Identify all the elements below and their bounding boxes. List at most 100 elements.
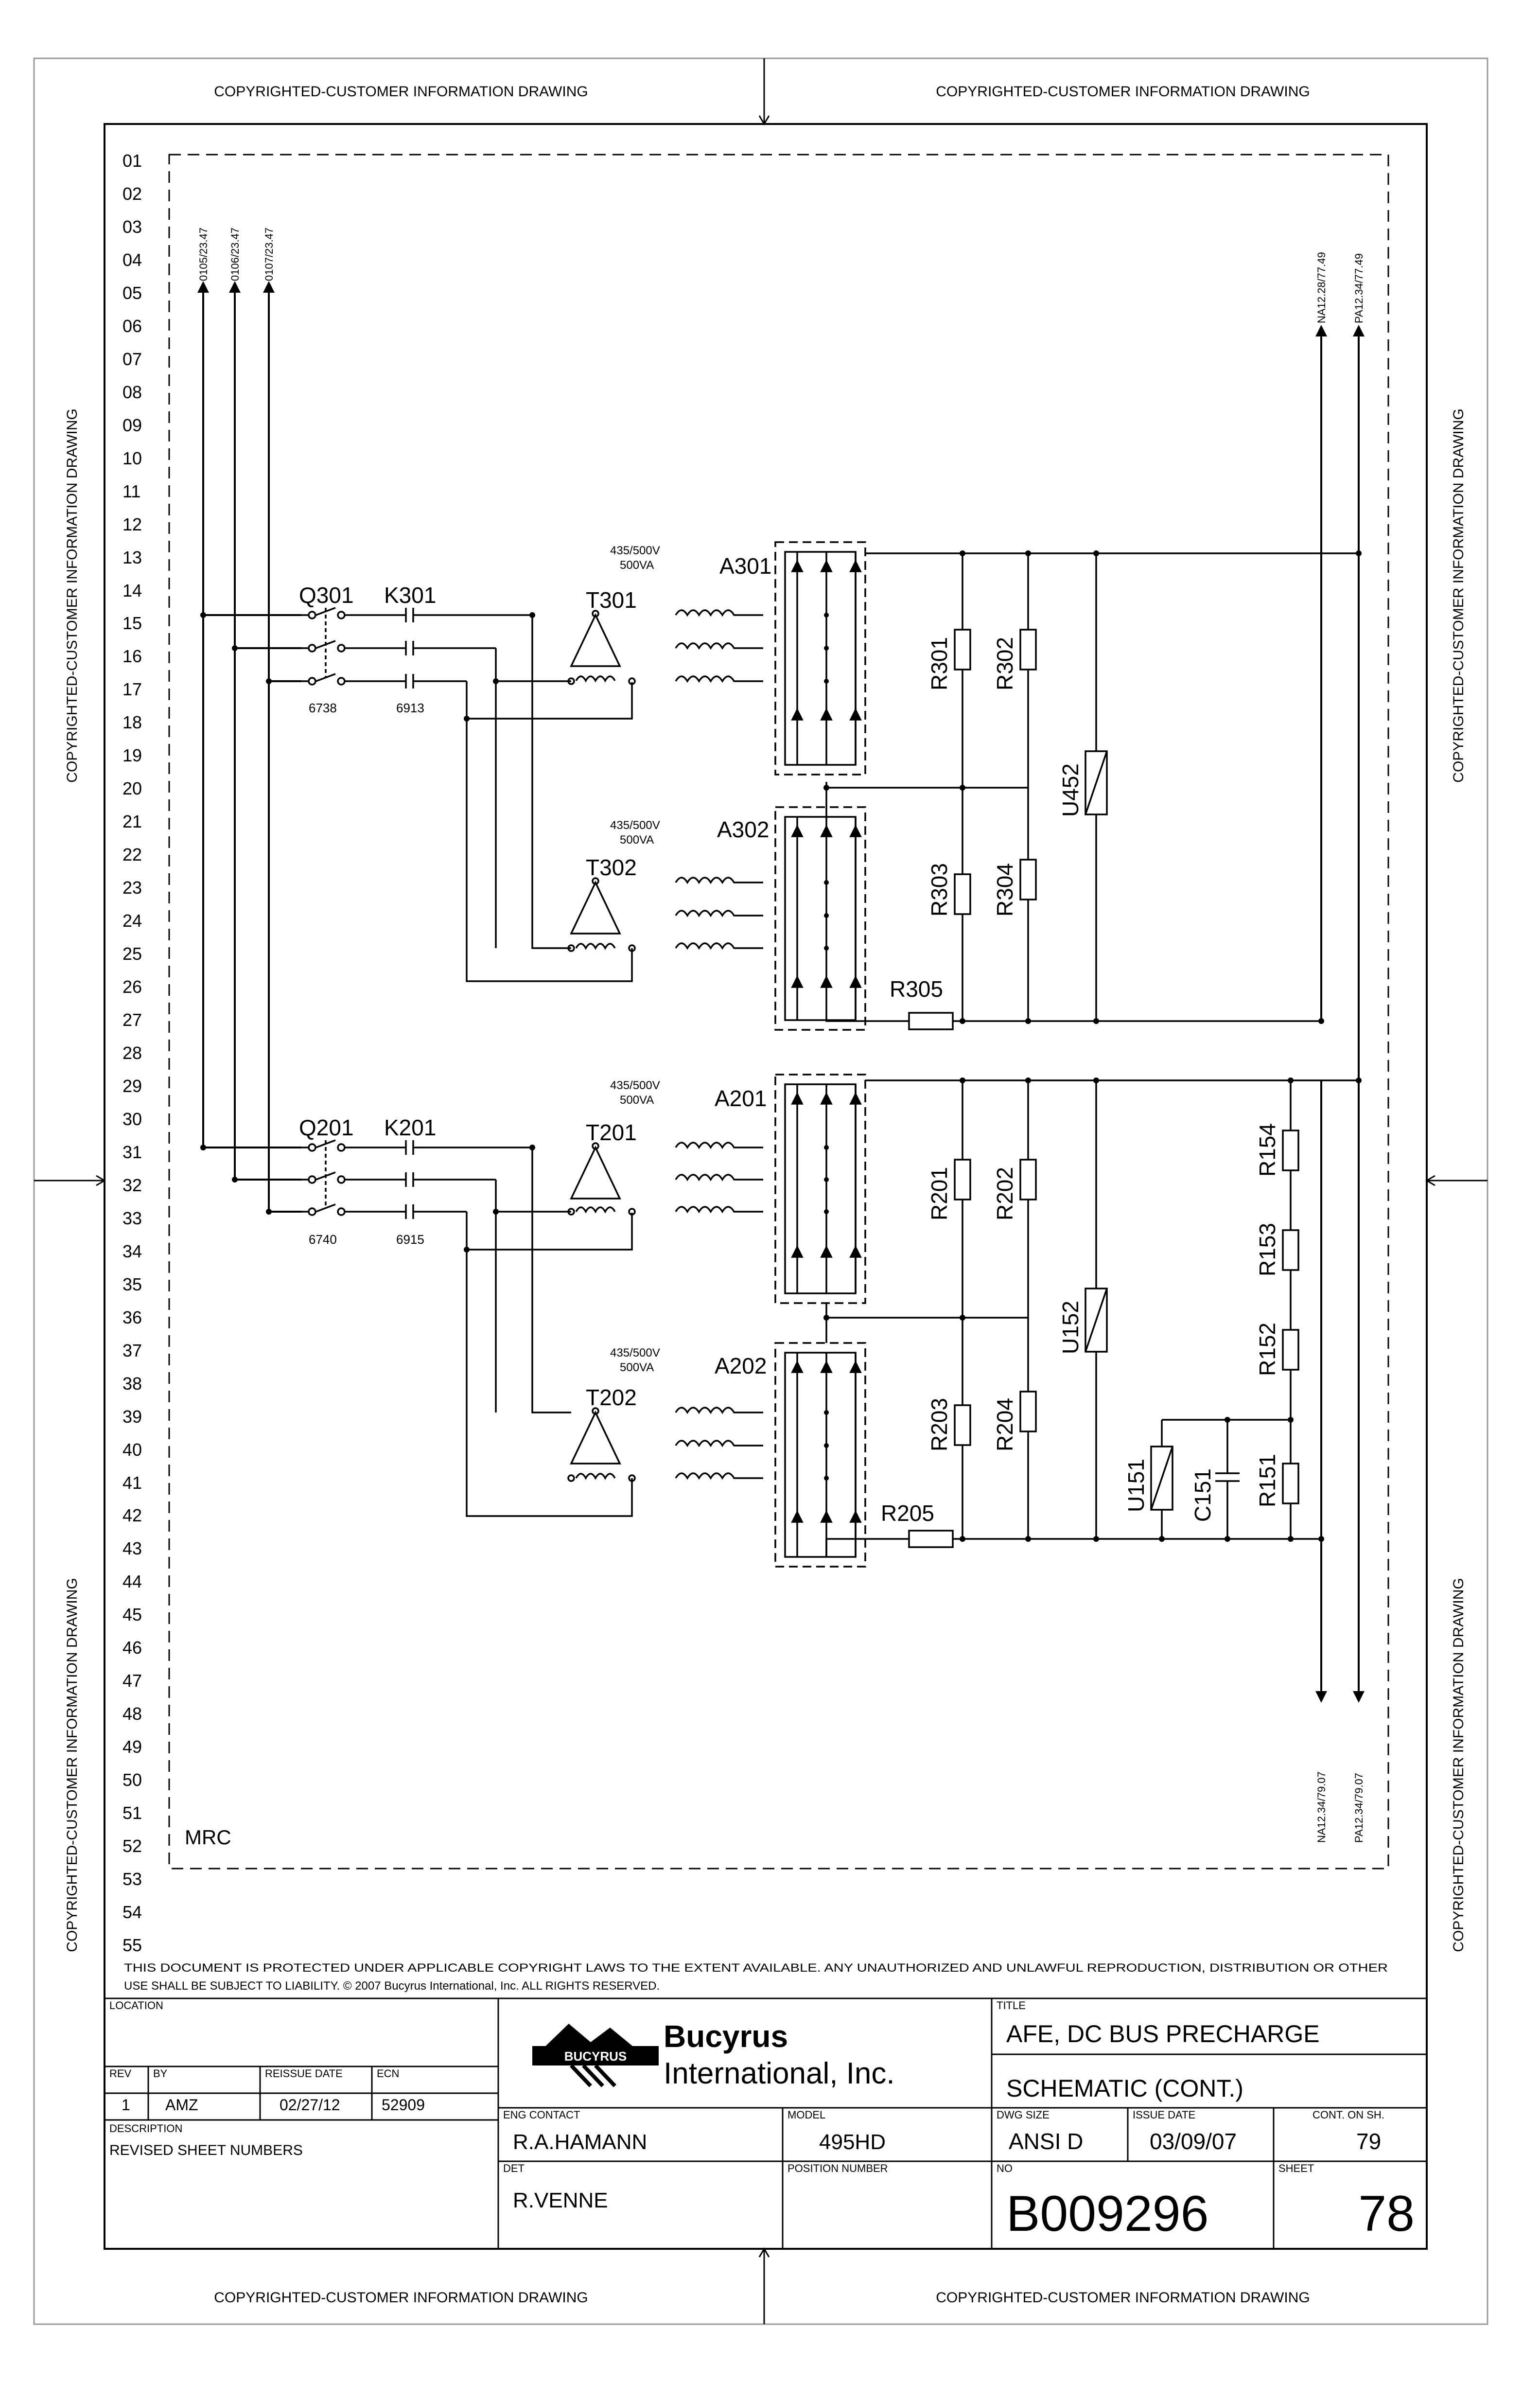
row-number: 22 xyxy=(122,845,142,865)
module-u151 xyxy=(1150,1446,1173,1511)
row-number: 09 xyxy=(122,415,142,435)
resistor-r205 xyxy=(908,1530,954,1548)
reissue-header: REISSUE DATE xyxy=(265,2067,343,2080)
breaker-q201 xyxy=(301,1139,362,1216)
row-number: 05 xyxy=(122,283,142,303)
breaker-q301 xyxy=(301,607,362,686)
drawing-no-label: NO xyxy=(997,2162,1013,2174)
resistor-r152 xyxy=(1282,1329,1299,1371)
company-logo: BUCYRUS xyxy=(532,2024,659,2087)
signal-ref-na12-top: NA12.28/77.49 xyxy=(1315,252,1328,323)
row-number: 06 xyxy=(122,316,142,336)
row-number: 39 xyxy=(122,1407,142,1427)
row-number: 36 xyxy=(122,1307,142,1327)
rating-t201-voltage: 435/500V xyxy=(610,1079,660,1092)
row-number: 50 xyxy=(122,1770,142,1790)
row-number: 45 xyxy=(122,1605,142,1624)
row-number: 21 xyxy=(122,812,142,831)
eng-contact-value: R.A.HAMANN xyxy=(513,2130,647,2154)
row-number: 25 xyxy=(122,944,142,964)
eng-contact-label: ENG CONTACT xyxy=(503,2109,580,2121)
row-number: 27 xyxy=(122,1010,142,1030)
issue-date-label: ISSUE DATE xyxy=(1133,2109,1195,2121)
row-number: 17 xyxy=(122,679,142,699)
dwg-size-value: ANSI D xyxy=(1009,2129,1083,2154)
company-name-line1: Bucyrus xyxy=(664,2019,788,2054)
row-number: 34 xyxy=(122,1241,142,1261)
signal-ref-0106: 0106/23.47 xyxy=(229,228,241,281)
copyright-left-upper: COPYRIGHTED-CUSTOMER INFORMATION DRAWING xyxy=(64,408,80,782)
by-header: BY xyxy=(153,2067,168,2080)
resistor-r204 xyxy=(1019,1391,1037,1432)
row-number: 38 xyxy=(122,1374,142,1394)
row-number: 55 xyxy=(122,1935,142,1955)
row-number: 26 xyxy=(122,977,142,997)
rectifier-a202 xyxy=(774,1342,866,1568)
row-number: 37 xyxy=(122,1341,142,1360)
row-number: 29 xyxy=(122,1076,142,1096)
rectifier-a302 xyxy=(774,806,866,1031)
resistor-r301 xyxy=(954,629,971,671)
wire-ref-6915: 6915 xyxy=(396,1232,424,1247)
label-t201: T201 xyxy=(586,1120,637,1145)
resistor-r153 xyxy=(1282,1229,1299,1271)
issue-date-value: 03/09/07 xyxy=(1150,2129,1237,2154)
row-number: 30 xyxy=(122,1109,142,1129)
rev-value: 1 xyxy=(122,2096,130,2114)
label-a201: A201 xyxy=(715,1086,767,1111)
label-r301: R301 xyxy=(927,637,952,690)
resistor-r154 xyxy=(1282,1130,1299,1171)
label-t202: T202 xyxy=(586,1385,637,1410)
label-t302: T302 xyxy=(586,855,637,880)
copyright-left-lower: COPYRIGHTED-CUSTOMER INFORMATION DRAWING xyxy=(64,1578,80,1952)
row-number: 51 xyxy=(122,1803,142,1823)
row-number: 16 xyxy=(122,646,142,666)
transformer-t202 xyxy=(567,1407,636,1482)
row-number: 14 xyxy=(122,581,142,600)
row-number: 15 xyxy=(122,613,142,633)
model-label: MODEL xyxy=(788,2109,825,2121)
det-label: DET xyxy=(503,2162,525,2174)
junction-dots xyxy=(200,550,1362,1542)
row-number: 10 xyxy=(122,448,142,468)
title-block xyxy=(105,1997,1427,2249)
model-value: 495HD xyxy=(819,2130,886,2154)
secondary-coils-a202 xyxy=(675,1407,763,1480)
row-number: 40 xyxy=(122,1440,142,1460)
resistor-r303 xyxy=(954,873,971,915)
transformer-t201 xyxy=(567,1142,636,1216)
label-u452: U452 xyxy=(1058,763,1083,817)
label-r151: R151 xyxy=(1255,1454,1280,1507)
transformer-t302 xyxy=(567,877,636,952)
signal-ref-pa12-top: PA12.34/77.49 xyxy=(1353,253,1365,323)
det-value: R.VENNE xyxy=(513,2189,608,2212)
location-label: LOCATION xyxy=(109,1999,163,2012)
sheet-value: 78 xyxy=(1358,2186,1415,2242)
logo-badge-text: BUCYRUS xyxy=(564,2049,627,2064)
row-number: 41 xyxy=(122,1473,142,1493)
signal-ref-0105: 0105/23.47 xyxy=(197,228,210,281)
row-number: 02 xyxy=(122,184,142,204)
reissue-value: 02/27/12 xyxy=(280,2096,340,2114)
rating-t302-power: 500VA xyxy=(620,833,654,847)
label-r154: R154 xyxy=(1255,1123,1280,1177)
label-q201: Q201 xyxy=(299,1115,354,1140)
copyright-top-left: COPYRIGHTED-CUSTOMER INFORMATION DRAWING xyxy=(214,84,588,100)
inner-border xyxy=(104,123,1428,2250)
by-value: AMZ xyxy=(165,2096,198,2114)
row-number: 03 xyxy=(122,217,142,237)
row-number-column: 0102030405060708091011121314151617181920… xyxy=(122,151,142,1955)
row-number: 01 xyxy=(122,151,142,171)
label-r302: R302 xyxy=(992,637,1017,690)
row-number: 28 xyxy=(122,1043,142,1063)
dc-bus-arrows-right xyxy=(1315,325,1365,1703)
rating-t202-power: 500VA xyxy=(620,1361,654,1374)
row-number: 13 xyxy=(122,547,142,567)
row-number: 44 xyxy=(122,1571,142,1591)
label-r203: R203 xyxy=(927,1398,952,1451)
row-number: 32 xyxy=(122,1175,142,1195)
row-number: 47 xyxy=(122,1671,142,1691)
copyright-bottom-left: COPYRIGHTED-CUSTOMER INFORMATION DRAWING xyxy=(214,2290,588,2306)
precharge-group-300 xyxy=(301,541,1359,1031)
resistor-r305 xyxy=(908,1012,954,1030)
